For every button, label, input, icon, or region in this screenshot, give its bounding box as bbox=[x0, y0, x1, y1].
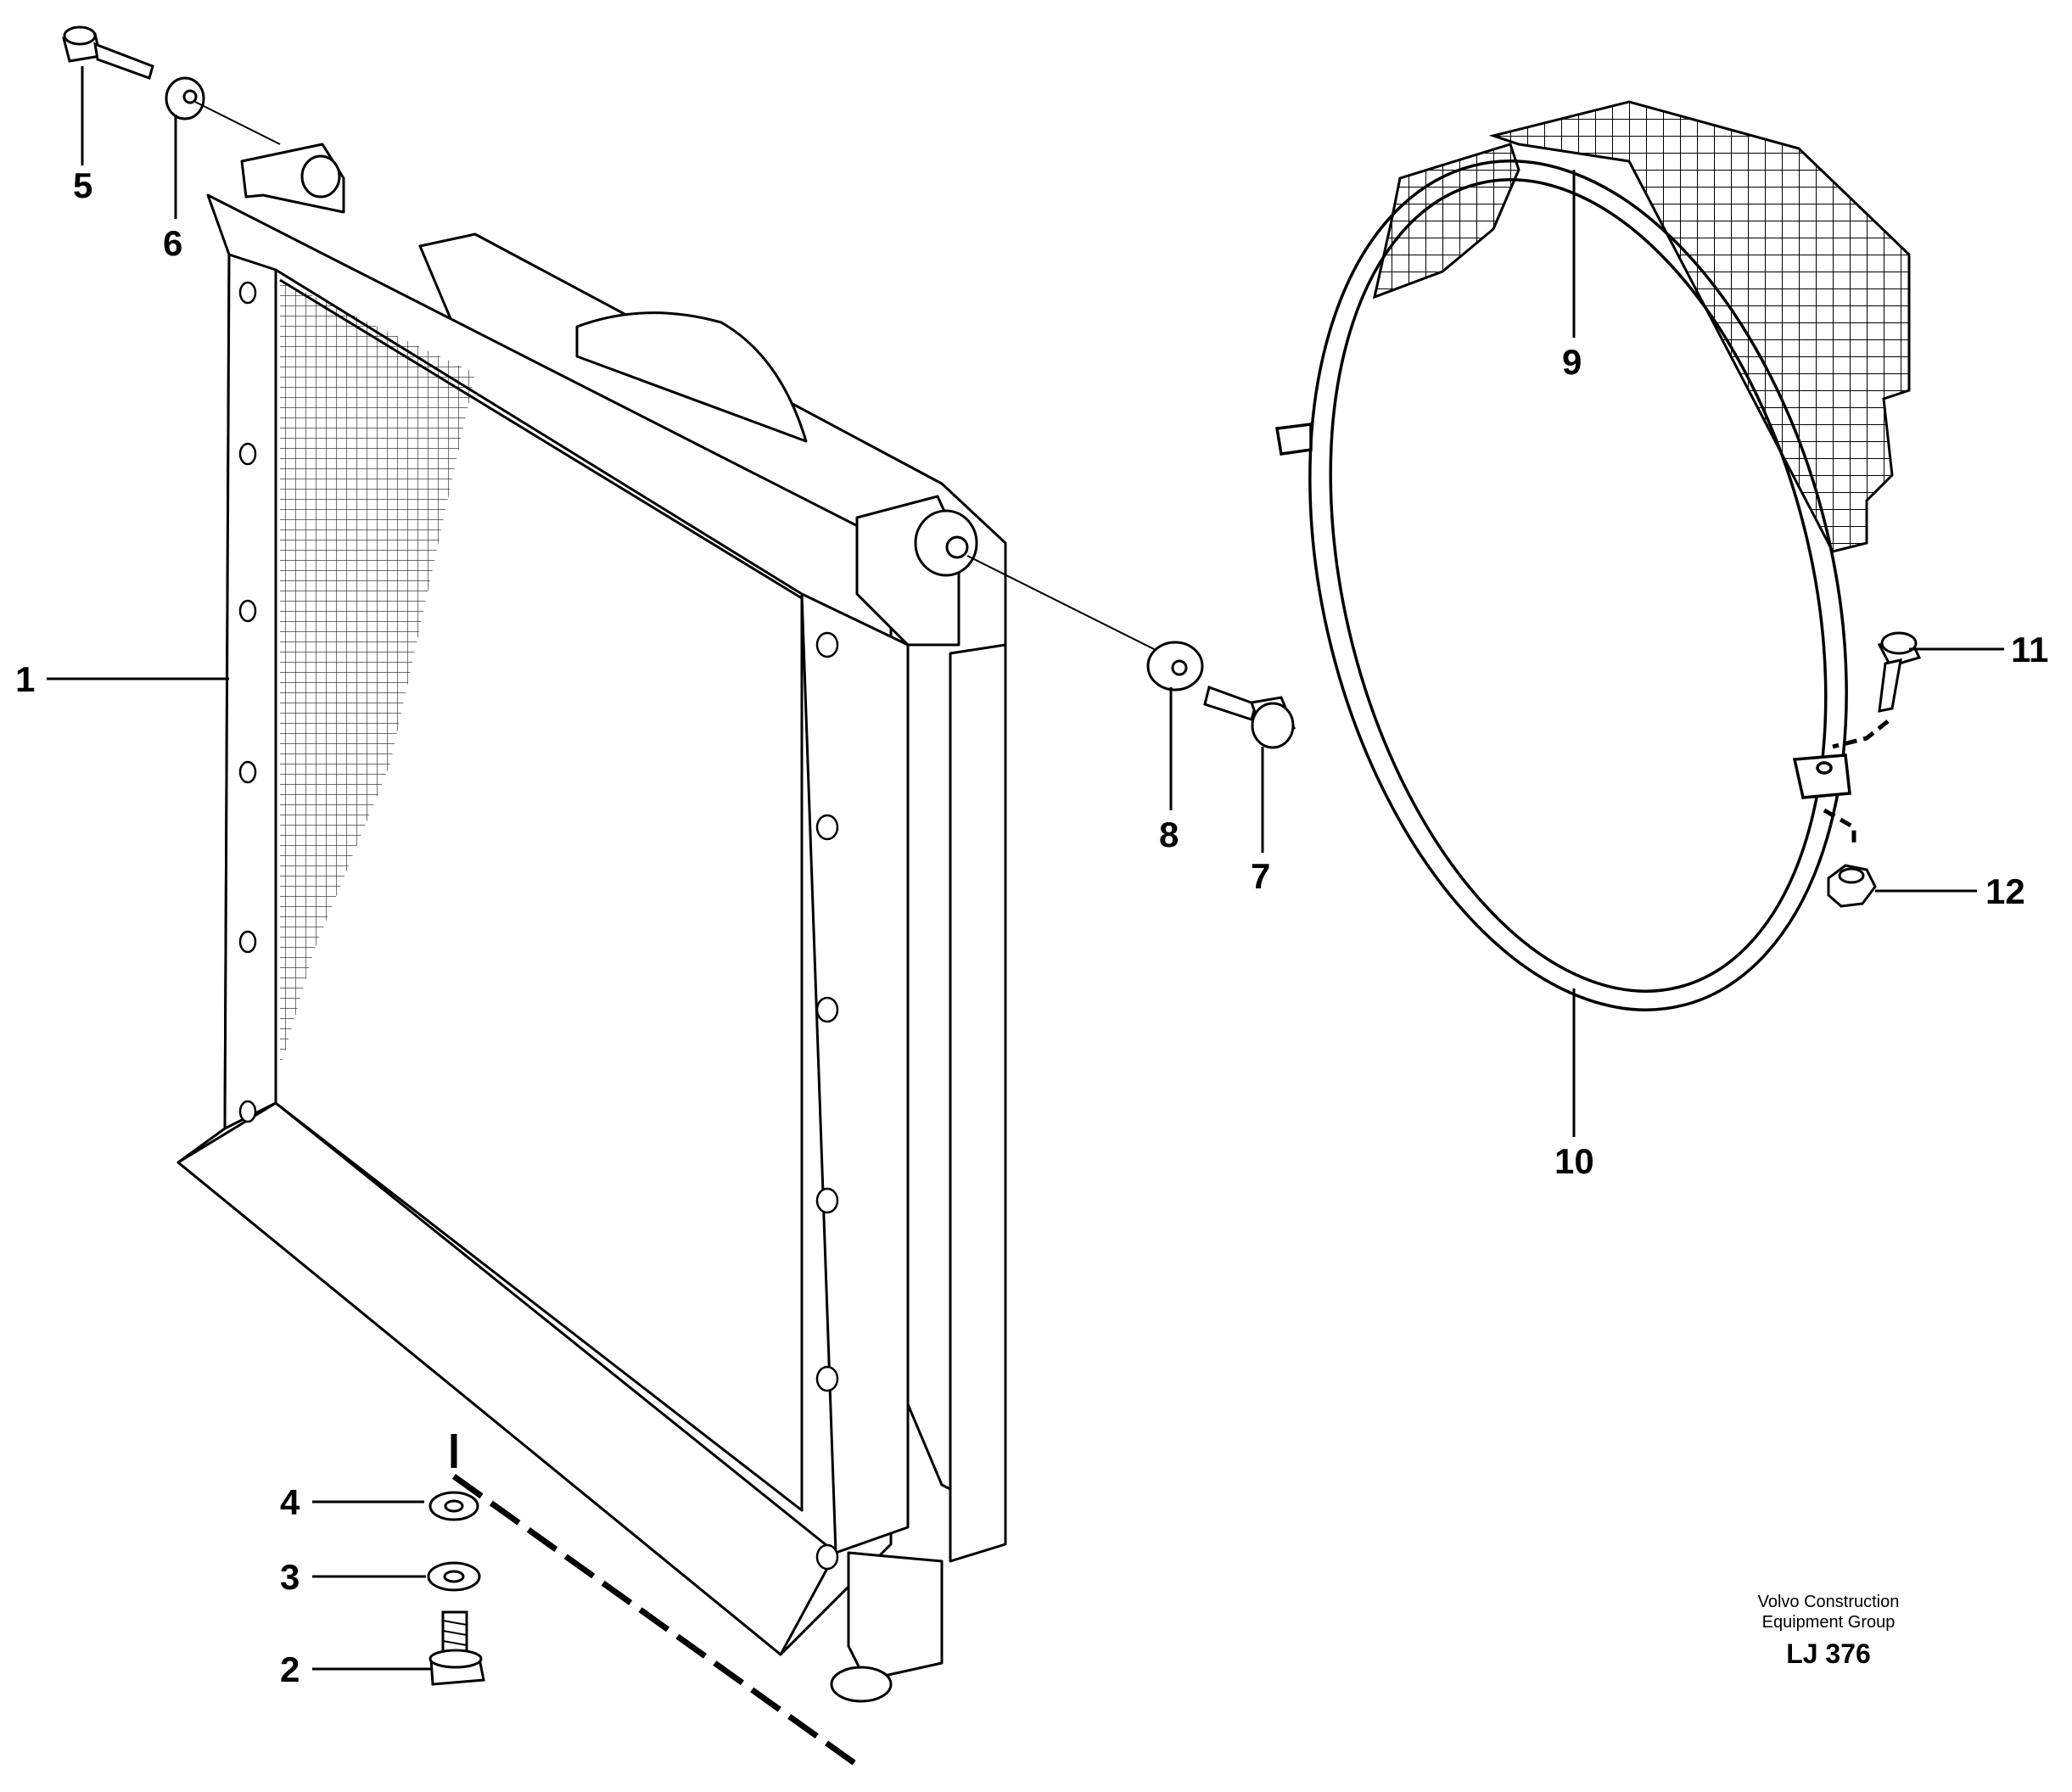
callout-11: 11 bbox=[2011, 630, 2049, 669]
radiator-assembly bbox=[176, 143, 1007, 1703]
assembly-axis-line bbox=[451, 1434, 860, 1767]
leader-lines bbox=[47, 66, 2004, 1671]
callout-10: 10 bbox=[1554, 1141, 1594, 1181]
drawing-reference: LJ 376 bbox=[1786, 1638, 1871, 1669]
callout-3: 3 bbox=[280, 1557, 300, 1597]
rubber-bushing-right bbox=[966, 555, 1204, 692]
callout-2: 2 bbox=[280, 1649, 300, 1689]
company-line-2: Equipment Group bbox=[1761, 1613, 1896, 1632]
callout-4: 4 bbox=[280, 1482, 300, 1522]
callout-6: 6 bbox=[163, 223, 183, 263]
callout-7: 7 bbox=[1251, 856, 1271, 896]
flat-washer-bottom bbox=[427, 1561, 481, 1592]
shroud-bolt bbox=[1832, 631, 1922, 749]
shroud-nut bbox=[1823, 808, 1877, 908]
callout-9: 9 bbox=[1562, 342, 1582, 382]
hex-bolt-bottom bbox=[428, 1610, 485, 1686]
bolt-top bbox=[62, 25, 154, 80]
callout-1: 1 bbox=[15, 659, 36, 699]
footer-credit: Volvo Construction Equipment Group LJ 37… bbox=[1705, 1592, 1952, 1670]
callout-12: 12 bbox=[1985, 871, 2025, 911]
bolt-right bbox=[1203, 686, 1296, 749]
company-line-1: Volvo Construction bbox=[1757, 1593, 1900, 1611]
callout-5: 5 bbox=[73, 165, 93, 205]
fan-guard-mesh bbox=[1372, 100, 1911, 553]
spring-lock-washer bbox=[428, 1491, 479, 1521]
washer-top bbox=[165, 76, 281, 145]
callout-8: 8 bbox=[1159, 815, 1179, 854]
